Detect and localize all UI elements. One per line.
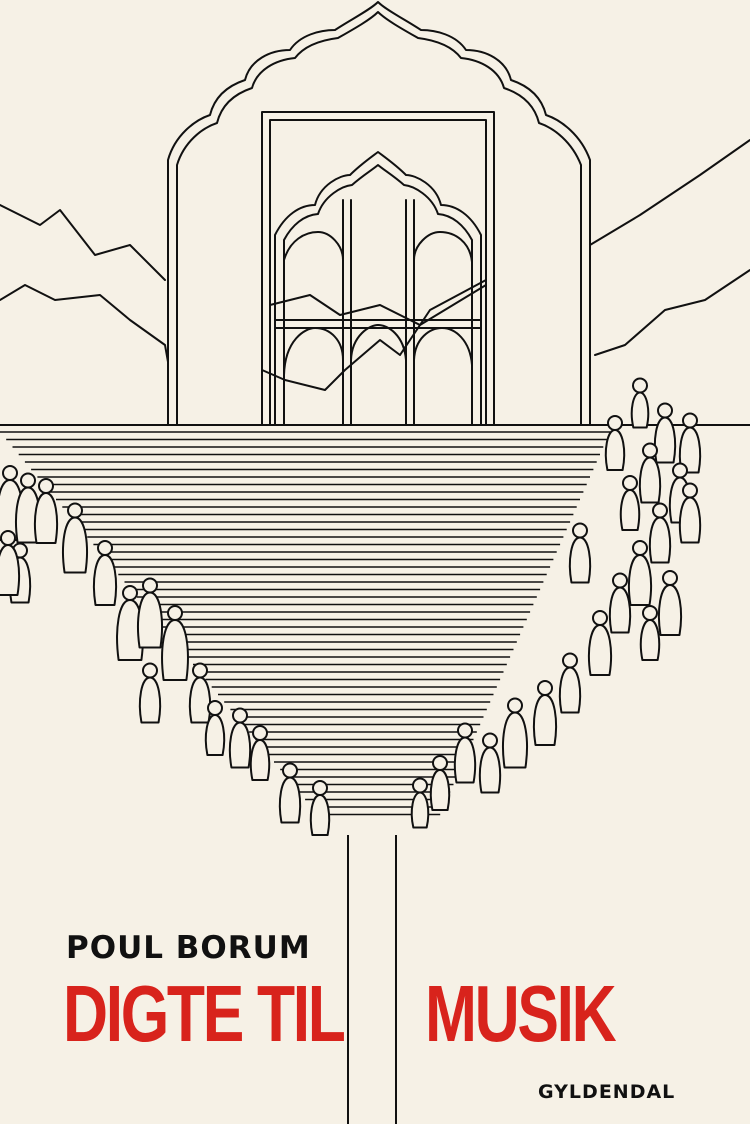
crowd-figure [453,722,477,784]
book-title-left: DIGTE TIL [63,969,346,1058]
window-lower-arch-1 [283,327,344,376]
crowd-figure [502,697,528,769]
book-title-right: MUSIK [425,969,617,1058]
publisher-name: GYLDENDAL [538,1081,676,1103]
crowd-figure [678,412,702,474]
crowd-figure [228,707,252,769]
crowd-figure [608,572,632,634]
outer-arch [167,1,591,426]
crowd-figure [15,472,41,544]
crowd-figure [639,605,661,661]
mountains-left-lower [0,284,169,363]
crowd-figure [249,725,271,781]
crowd-figure [604,415,626,471]
crowd-figure [92,540,118,606]
crowd-figure [278,762,302,824]
mountains-left [0,204,166,281]
window-arch [274,151,482,426]
crowd-figure [638,442,662,504]
crowd-figure [161,605,189,681]
crowd-figure [188,662,212,724]
crowd-figure [653,402,677,464]
mountains-right-lower [594,269,750,356]
crowd-figure [138,662,162,724]
crowd-figure [648,502,672,564]
window-upper-arch-1 [283,231,344,261]
crowd-figure [429,755,451,811]
crowd-figure [619,475,641,531]
inner-frame-inner [269,119,487,426]
diagonal-ridge [269,284,487,326]
window-upper-arch-3 [413,231,473,263]
window-lower-arch-3 [413,327,473,366]
crowd-figure [410,777,430,829]
crowd-figure [33,478,59,544]
crowd-figure [627,540,653,606]
crowd-figure [630,377,650,429]
crowd-figure [309,780,331,836]
diagonal-ridge-lower [261,279,487,391]
mountains-right [589,139,750,246]
crowd-figure [0,530,21,596]
crowd-figure [62,502,88,574]
inner-frame [261,111,495,426]
column [347,835,397,1124]
window-arch-inner [283,164,473,426]
stairs [0,431,610,816]
crowd-figure [678,482,702,544]
window-lower-arch-2 [350,324,407,361]
crowd-figure [532,680,558,746]
crowd-figure [558,652,582,714]
crowd-figures [0,377,702,836]
author-name: POUL BORUM [66,930,311,966]
crowd-figure [204,700,226,756]
crowd-figure [568,522,592,584]
crowd-figure [478,732,502,794]
crowd-figure [587,610,613,676]
crowd-figure [137,577,163,649]
outer-arch-inner [176,11,582,426]
crowd-figure [657,570,683,636]
